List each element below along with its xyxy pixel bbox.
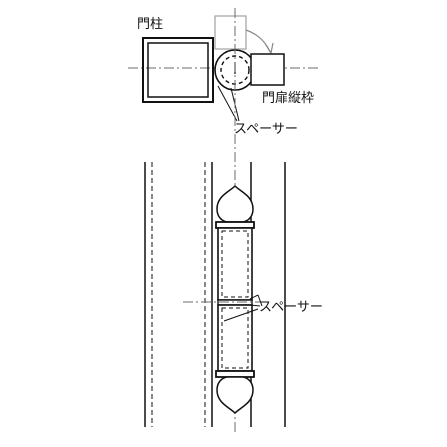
spacer-middle-label: スペーサー (259, 300, 323, 315)
swing-arc (245, 29, 271, 53)
spacer-top-leader-1 (217, 85, 238, 122)
hinge-knuckle-upper (217, 227, 253, 301)
gate-stile (250, 53, 285, 86)
hinge-collar-bottom (215, 370, 255, 378)
gate-post-outer (142, 37, 214, 103)
gate-post-inner (147, 42, 209, 98)
hinge-finial-bottom (216, 376, 254, 415)
gate-stile-label: 門扉縦枠 (262, 91, 315, 106)
hinge-collar-top (215, 221, 255, 229)
spacer-middle-leader-4 (223, 308, 259, 322)
spacer-middle-leader-2 (257, 294, 263, 307)
hinge-knuckle-lower (217, 304, 253, 372)
spacer-middle-leader-3 (249, 304, 261, 307)
gate-post-label: 門柱 (137, 17, 164, 32)
swing-arrow-icon (265, 42, 274, 55)
hinge-finial-top (216, 184, 254, 223)
spacer-middle-leader-1 (249, 294, 259, 300)
hinge-pin-upper-dashed (221, 230, 249, 298)
hinge-pin-lower-dashed (221, 307, 249, 369)
gate-stile-open-position (214, 15, 247, 50)
elevation-view (144, 162, 286, 427)
spacer-top-label: スペーサー (234, 122, 298, 137)
